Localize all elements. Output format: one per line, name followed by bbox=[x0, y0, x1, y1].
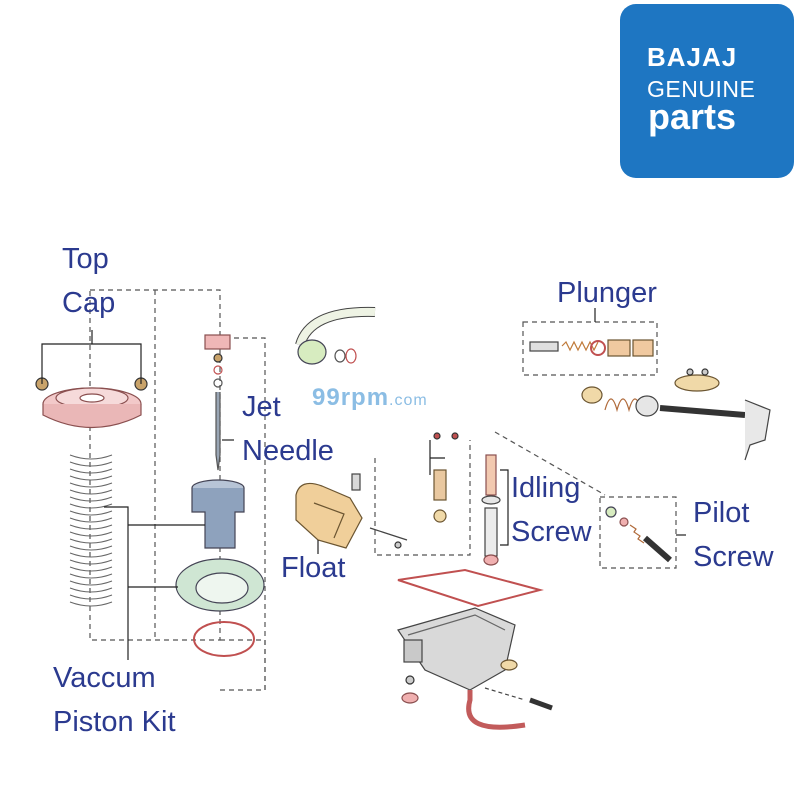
label-vaccum-piston-kit: Vaccum Piston Kit bbox=[53, 656, 176, 744]
label-idling-screw: Idling Screw bbox=[511, 466, 592, 554]
label-vaccum-line1: Vaccum bbox=[53, 662, 156, 694]
label-vaccum-line2: Piston Kit bbox=[53, 706, 176, 738]
piston-spring-part bbox=[69, 454, 113, 607]
label-jet-needle: Jet Needle bbox=[242, 385, 334, 473]
main-jet-part bbox=[429, 432, 459, 523]
label-jet-needle-line2: Needle bbox=[242, 435, 334, 467]
watermark: 99rpm.com bbox=[312, 384, 428, 412]
watermark-main: 99rpm bbox=[312, 384, 390, 411]
logo-genuine: GENUINE bbox=[647, 76, 756, 102]
label-top-cap: Top Cap bbox=[62, 237, 115, 325]
logo-brand: BAJAJ bbox=[647, 42, 738, 72]
vaccum-piston-leader bbox=[104, 506, 205, 660]
logo-parts: parts bbox=[648, 96, 737, 137]
label-idling-line1: Idling bbox=[511, 472, 581, 504]
hose-part bbox=[295, 306, 376, 365]
label-pilot-screw: Pilot Screw bbox=[693, 491, 774, 579]
plunger-part bbox=[529, 308, 654, 357]
bajaj-genuine-parts-logo: BAJAJ GENUINE parts bbox=[620, 4, 794, 178]
jet-needle-part bbox=[204, 334, 234, 471]
pilot-screw-part bbox=[605, 506, 686, 563]
label-top-cap-line2: Cap bbox=[62, 287, 116, 319]
label-top-cap-line1: Top bbox=[62, 243, 109, 275]
label-pilot-line2: Screw bbox=[693, 541, 774, 573]
top-cap-part bbox=[35, 330, 148, 428]
choke-lever-part bbox=[581, 368, 771, 461]
label-jet-needle-line1: Jet bbox=[242, 391, 281, 423]
label-pilot-line1: Pilot bbox=[693, 497, 750, 529]
watermark-suffix: .com bbox=[389, 392, 428, 409]
vacuum-piston-part bbox=[175, 479, 265, 657]
label-idling-line2: Screw bbox=[511, 516, 592, 548]
float-part bbox=[295, 473, 408, 554]
dashed-guides bbox=[89, 289, 677, 691]
label-float: Float bbox=[281, 552, 346, 584]
float-bowl-part bbox=[397, 568, 553, 730]
label-plunger: Plunger bbox=[557, 277, 657, 309]
idling-screw-part bbox=[481, 454, 509, 566]
